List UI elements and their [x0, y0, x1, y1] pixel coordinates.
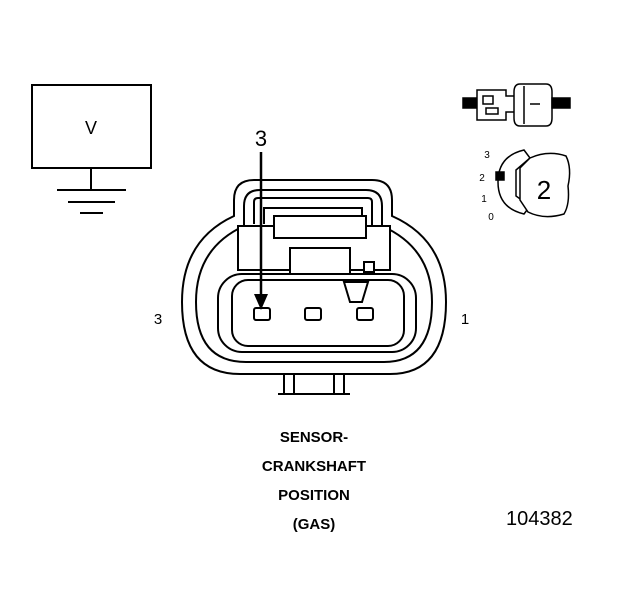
cavity-2: [304, 307, 322, 321]
caption-line-2: CRANKSHAFT: [261, 458, 367, 475]
figure-number: 104382: [506, 508, 573, 530]
probe-adapter-icon: [462, 83, 571, 127]
caption-line-3: POSITION: [278, 487, 350, 504]
cavity-1: [356, 307, 374, 321]
connector-body: [180, 179, 448, 395]
probe-pin-label: 3: [255, 126, 267, 151]
ground-icon: [57, 168, 126, 214]
pin-cavities: [253, 307, 374, 321]
voltmeter-box: [31, 84, 152, 169]
voltmeter-label: V: [85, 118, 97, 138]
probe-arrow: [254, 152, 268, 310]
selector-knob-icon: [495, 149, 571, 218]
scale-label-2: 2: [479, 173, 485, 184]
selected-value: 2: [537, 175, 551, 205]
voltmeter: V: [31, 84, 152, 214]
scale-label-1: 1: [481, 194, 487, 205]
scale-label-0: 0: [488, 212, 494, 223]
caption-line-1: SENSOR-: [279, 429, 349, 446]
scale-label-3: 3: [484, 150, 490, 161]
caption-line-4: (GAS): [292, 516, 336, 533]
left-cavity-label: 3: [154, 311, 162, 328]
cavity-3: [253, 307, 271, 321]
right-cavity-label: 1: [461, 311, 469, 328]
